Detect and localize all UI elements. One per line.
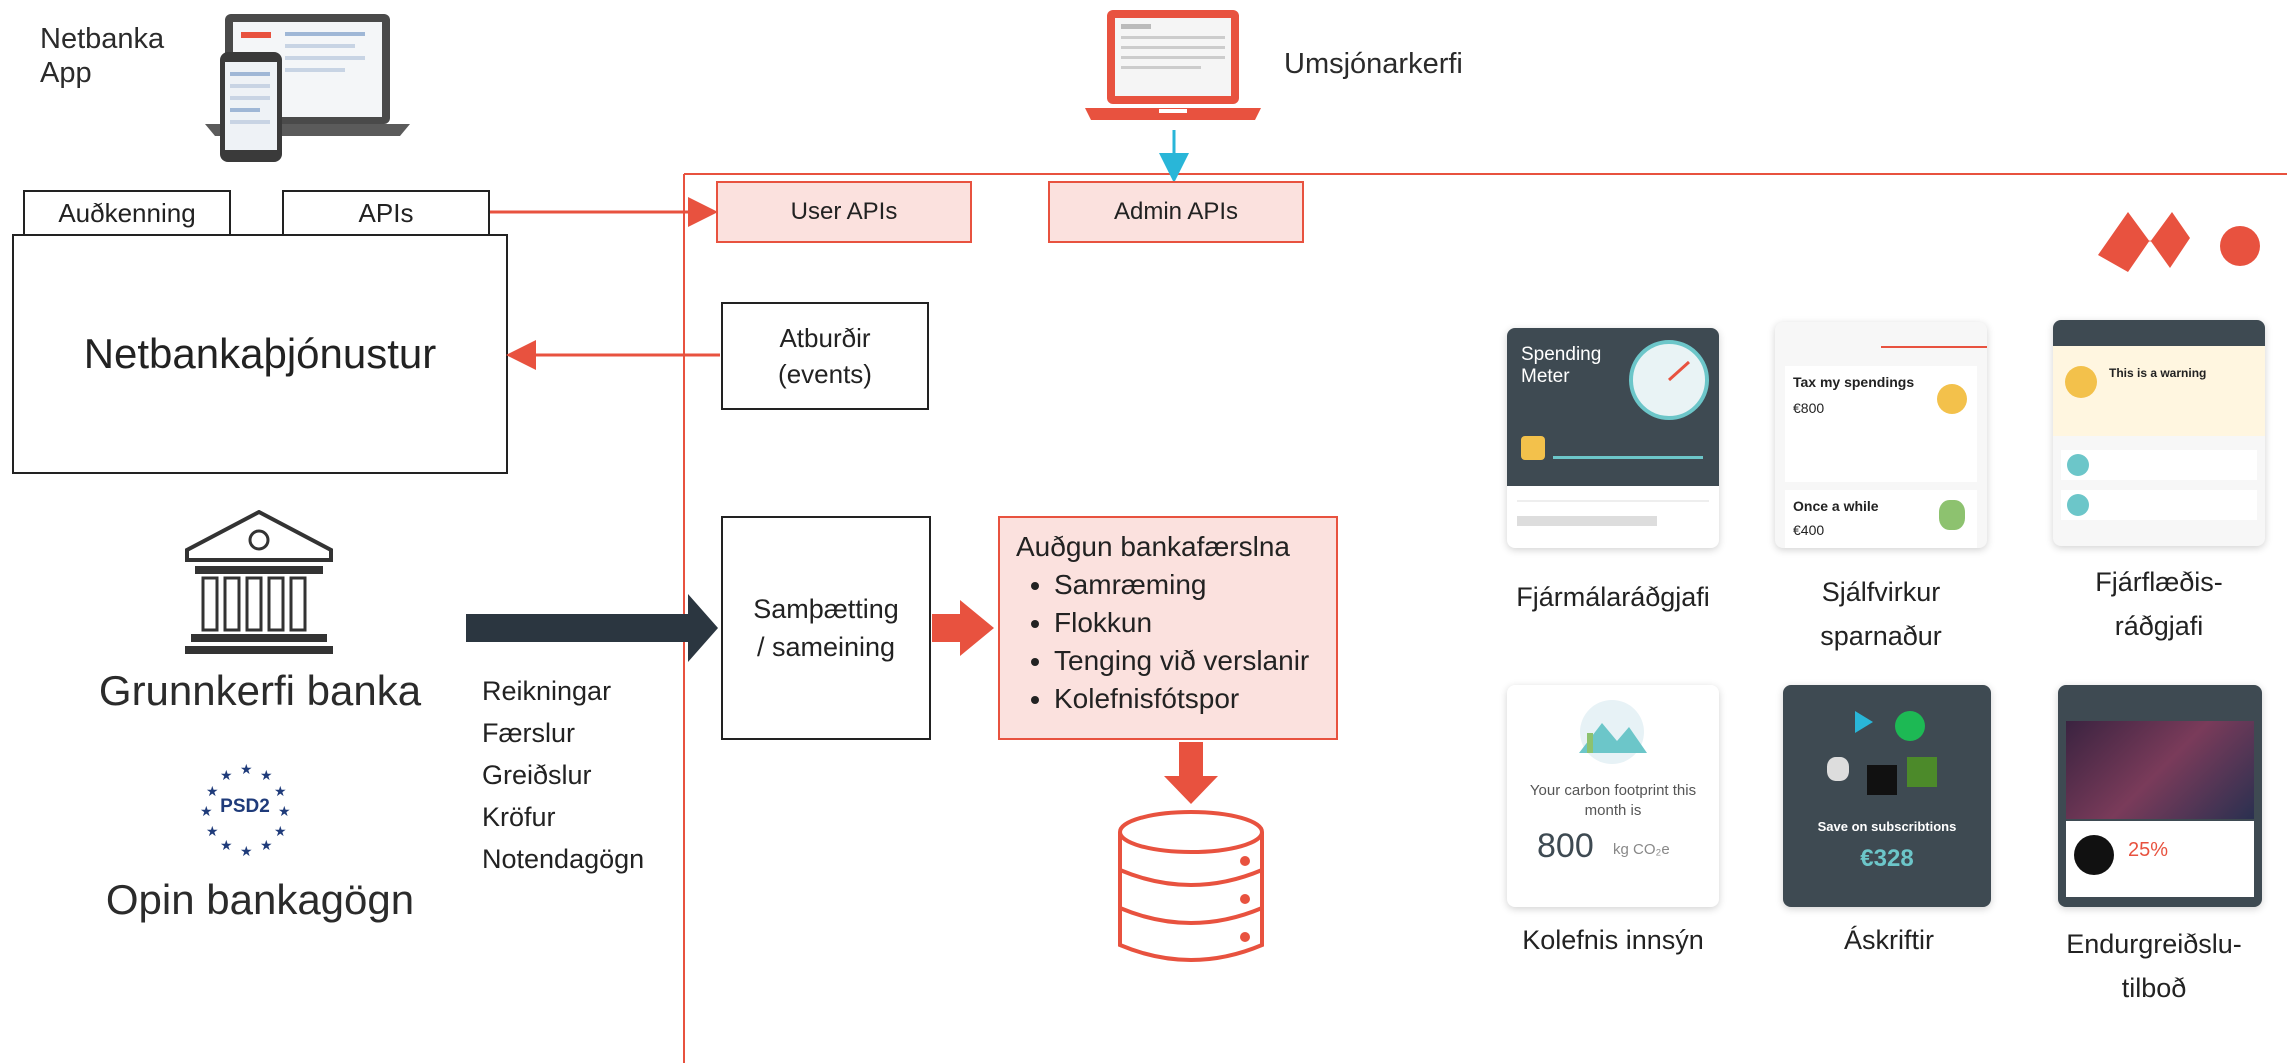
svg-text:★: ★ xyxy=(260,838,273,854)
data-item: Kröfur xyxy=(482,802,556,832)
company-logo xyxy=(2098,212,2260,272)
svg-text:★: ★ xyxy=(274,824,287,840)
tax-card: Tax my spendings €800 xyxy=(1785,366,1977,482)
landscape-icon xyxy=(1579,700,1647,764)
carbon-card: Your carbon footprint this month is 800 … xyxy=(1507,685,1719,907)
feature-caption: Fjármálaráðgjafi xyxy=(1516,582,1710,612)
user-apis-box: User APIs xyxy=(716,181,972,243)
laptop-phone-icon xyxy=(205,14,410,162)
data-item: Notendagögn xyxy=(482,844,645,874)
subs-amount: €328 xyxy=(1860,845,1914,872)
psd2-stars-icon: ★★★ ★★★ ★★★ ★★★ xyxy=(200,762,291,860)
once-card: Once a while €400 xyxy=(1785,490,1977,548)
svg-text:★: ★ xyxy=(240,762,253,778)
spending-meter-card: Spending Meter xyxy=(1507,328,1719,548)
netbanka-services-box: Netbankaþjónustur xyxy=(12,234,508,474)
warning-panel: This is a warning xyxy=(2053,346,2265,436)
arrow-enrichment-to-db xyxy=(1164,742,1218,804)
svg-text:★: ★ xyxy=(274,784,287,800)
food-icon xyxy=(1521,436,1545,460)
feature-caption: Kolefnis innsýn xyxy=(1522,925,1704,955)
enrichment-list: Samræming Flokkun Tenging við verslanir … xyxy=(1016,566,1320,718)
events-box: Atburðir (events) xyxy=(721,302,929,410)
cashback-offer: 25% xyxy=(2066,821,2254,897)
arrow-integration-to-enrichment xyxy=(932,600,994,656)
apis-box: APIs xyxy=(282,190,490,236)
carbon-value: 800 xyxy=(1537,827,1594,865)
netbanka-app-label: Netbanka App xyxy=(40,23,165,89)
spending-meter-title: Spending Meter xyxy=(1521,344,1602,387)
auto-savings-card: Tax my spendings €800 Once a while €400 xyxy=(1775,322,1987,548)
audkenning-box: Auðkenning xyxy=(23,190,231,236)
data-item: Greiðslur xyxy=(482,760,592,790)
cashflow-card: This is a warning xyxy=(2053,320,2265,546)
cashback-percent: 25% xyxy=(2128,839,2169,861)
admin-apis-box: Admin APIs xyxy=(1048,181,1304,243)
gauge-icon xyxy=(1629,340,1709,420)
tax-amount: €800 xyxy=(1793,400,1825,416)
svg-text:★: ★ xyxy=(260,768,273,784)
admin-laptop-icon xyxy=(1085,10,1261,120)
integration-box: Samþætting / sameining xyxy=(721,516,931,740)
once-title: Once a while xyxy=(1793,498,1879,514)
enrichment-title: Auðgun bankafærslna xyxy=(1016,531,1290,562)
enrichment-item: Tenging við verslanir xyxy=(1054,642,1320,680)
tax-title: Tax my spendings xyxy=(1793,374,1915,390)
enrichment-item: Flokkun xyxy=(1054,604,1320,642)
once-amount: €400 xyxy=(1793,522,1825,538)
enrichment-box: Auðgun bankafærslna Samræming Flokkun Te… xyxy=(998,516,1338,740)
psd2-badge-text: PSD2 xyxy=(220,796,270,817)
svg-text:★: ★ xyxy=(206,824,219,840)
core-bank-label: Grunnkerfi banka xyxy=(98,667,422,714)
progress-bar xyxy=(1553,456,1703,459)
bank-building-icon xyxy=(185,510,333,654)
carbon-text: Your carbon footprint this month is xyxy=(1529,782,1697,819)
open-bank-data-label: Opin bankagögn xyxy=(105,876,415,923)
feature-caption: Sjálfvirkur sparnaður xyxy=(1820,577,1942,651)
feature-caption: Endurgreiðslu- tilboð xyxy=(2066,929,2242,1003)
warning-title: This is a warning xyxy=(2109,366,2207,380)
svg-text:★: ★ xyxy=(220,768,233,784)
feature-caption: Áskriftir xyxy=(1844,925,1934,955)
data-item: Færslur xyxy=(482,718,575,748)
cashback-photo xyxy=(2066,721,2254,819)
arrow-bank-to-integration xyxy=(466,594,718,662)
enrichment-item: Samræming xyxy=(1054,566,1320,604)
svg-text:★: ★ xyxy=(278,804,291,820)
subscriptions-card: Save on subscribtions €328 xyxy=(1783,685,1991,907)
carbon-unit: kg CO₂e xyxy=(1613,841,1670,858)
cashback-card: 25% xyxy=(2058,685,2262,907)
svg-text:★: ★ xyxy=(206,784,219,800)
database-icon xyxy=(1118,810,1264,962)
subs-text: Save on subscribtions xyxy=(1817,819,1957,834)
feature-caption: Fjárflæðis- ráðgjafi xyxy=(2095,567,2223,641)
data-item: Reikningar xyxy=(482,676,612,706)
umsjonarkerfi-label: Umsjónarkerfi xyxy=(1284,48,1463,80)
svg-text:★: ★ xyxy=(200,804,213,820)
svg-text:★: ★ xyxy=(240,844,253,860)
enrichment-item: Kolefnisfótspor xyxy=(1054,680,1320,718)
svg-text:★: ★ xyxy=(220,838,233,854)
data-items-list: Reikningar Færslur Greiðslur Kröfur Note… xyxy=(482,670,644,880)
